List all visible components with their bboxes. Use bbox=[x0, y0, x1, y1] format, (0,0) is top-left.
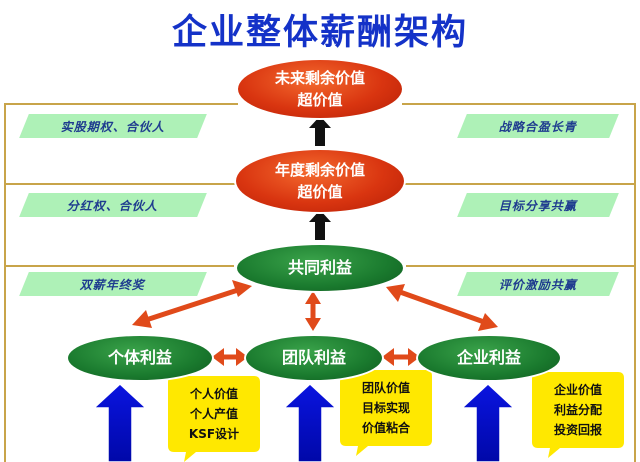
node-future-surplus: 未来剩余价值 超价值 bbox=[236, 58, 404, 120]
red-arrows bbox=[132, 280, 498, 366]
node-annual-surplus-line2: 超价值 bbox=[297, 183, 343, 201]
arrow-common-enterprise bbox=[399, 289, 485, 325]
note-shape-enterprise bbox=[532, 372, 624, 458]
blue-arrow-enterprise bbox=[460, 382, 516, 462]
note-team-line2: 目标实现 bbox=[361, 401, 410, 415]
frame-line-top-right bbox=[402, 103, 636, 462]
frame-lines bbox=[4, 103, 636, 462]
blue-arrows bbox=[92, 382, 516, 462]
black-arrows bbox=[309, 116, 331, 240]
arrow-common-individual-head-b bbox=[132, 310, 152, 328]
left-tag-double-bonus: 双薪年终奖 bbox=[19, 272, 207, 296]
note-enterprise-line3: 投资回报 bbox=[553, 423, 602, 437]
arrow-common-enterprise-head-b bbox=[478, 313, 498, 331]
left-tag-equity-options: 实股期权、合伙人 bbox=[19, 114, 207, 138]
right-tag-strategy-text: 战略合盈长青 bbox=[498, 119, 577, 134]
note-shape-team bbox=[340, 370, 432, 456]
arrow-common-enterprise-head-a bbox=[386, 284, 405, 302]
note-shapes bbox=[168, 370, 624, 462]
left-tag-dividend-rights: 分红权、合伙人 bbox=[19, 193, 207, 217]
note-enterprise-line2: 利益分配 bbox=[553, 403, 602, 417]
node-enterprise-interest: 企业利益 bbox=[416, 334, 562, 382]
blue-arrow-individual bbox=[92, 382, 148, 462]
arrow-team-enterprise-head-b bbox=[408, 348, 420, 366]
right-tag-evaluation-text: 评价激励共赢 bbox=[498, 277, 577, 292]
arrow-common-team-head-a bbox=[305, 291, 321, 304]
arrow-common-individual-head-a bbox=[232, 280, 252, 297]
up-arrow-middle bbox=[309, 210, 331, 240]
arrow-common-team-head-b bbox=[305, 318, 321, 331]
right-tag-goal-sharing: 目标分享共赢 bbox=[457, 193, 619, 217]
note-individual-line2: 个人产值 bbox=[189, 407, 238, 421]
node-annual-surplus: 年度剩余价值 超价值 bbox=[234, 148, 406, 214]
arrow-individual-team-head-b bbox=[236, 348, 248, 366]
blue-arrow-team bbox=[282, 382, 338, 462]
node-common-interest: 共同利益 bbox=[235, 243, 405, 293]
right-tag-goal-sharing-text: 目标分享共赢 bbox=[498, 198, 577, 213]
note-enterprise: 企业价值 利益分配 投资回报 bbox=[532, 374, 624, 446]
page-title: 企业整体薪酬架构 bbox=[171, 13, 468, 53]
note-team-line3: 价值粘合 bbox=[361, 421, 410, 435]
left-tag-double-bonus-text: 双薪年终奖 bbox=[80, 277, 146, 292]
note-team-line1: 团队价值 bbox=[361, 381, 410, 395]
note-individual: 个人价值 个人产值 KSF设计 bbox=[168, 378, 260, 450]
right-tag-strategy: 战略合盈长青 bbox=[457, 114, 619, 138]
note-enterprise-line1: 企业价值 bbox=[553, 383, 602, 397]
node-individual-interest: 个体利益 bbox=[66, 334, 214, 382]
node-future-surplus-line1: 未来剩余价值 bbox=[274, 69, 365, 87]
note-individual-line3: KSF设计 bbox=[188, 427, 240, 441]
left-tag-equity-options-text: 实股期权、合伙人 bbox=[60, 119, 165, 134]
arrow-individual-team-head-a bbox=[212, 348, 224, 366]
node-future-surplus-line2: 超价值 bbox=[297, 91, 343, 109]
arrow-team-enterprise-head-a bbox=[382, 348, 394, 366]
node-team-interest: 团队利益 bbox=[244, 334, 384, 382]
frame-line-top bbox=[4, 103, 238, 462]
note-individual-line1: 个人价值 bbox=[189, 387, 238, 401]
note-shape-individual bbox=[168, 376, 260, 462]
arrow-common-individual bbox=[145, 287, 239, 323]
note-team: 团队价值 目标实现 价值粘合 bbox=[340, 372, 432, 444]
node-annual-surplus-line1: 年度剩余价值 bbox=[274, 161, 365, 179]
right-tag-evaluation: 评价激励共赢 bbox=[457, 272, 619, 296]
up-arrow-top bbox=[309, 116, 331, 146]
left-tag-dividend-rights-text: 分红权、合伙人 bbox=[67, 198, 159, 213]
